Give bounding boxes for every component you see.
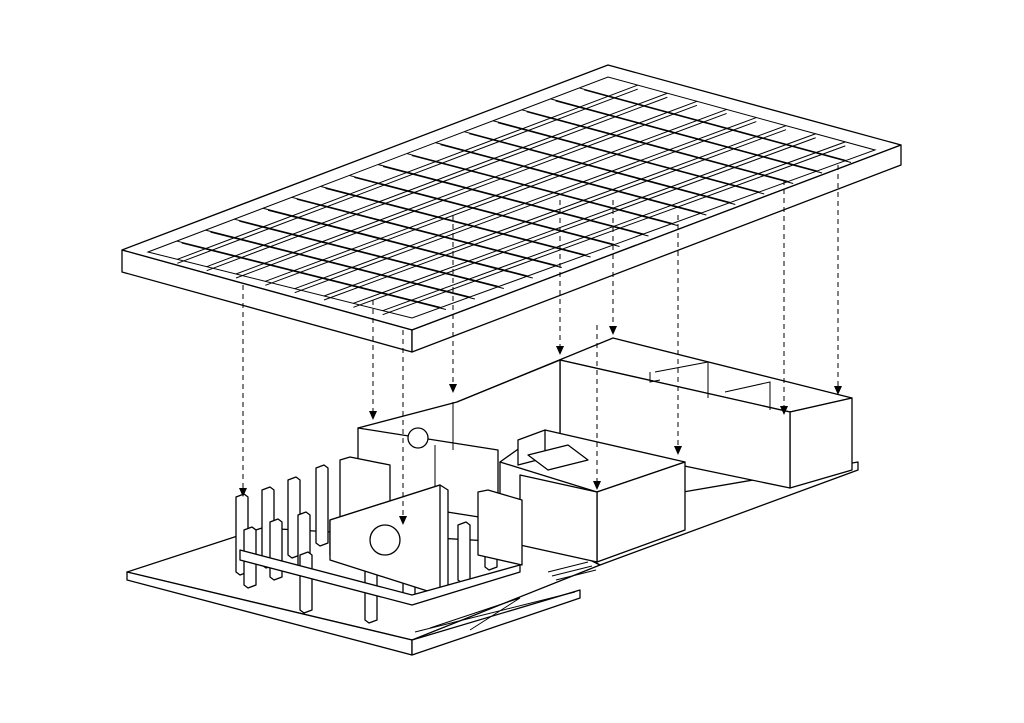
roof-rib-shadow [584,89,852,163]
roof-rib-shadow [267,209,533,279]
arrowhead-icon [834,386,842,395]
roof-rib-shadow [239,220,504,289]
roof-rib [177,84,638,260]
roof-rib-shadow [325,187,591,258]
arrowhead-icon [239,488,247,497]
round-window [407,427,429,449]
roof-rib [235,100,698,275]
coffered-roof-grid [121,64,902,353]
roof-rib [353,133,816,304]
roof-rib [176,240,442,308]
roof-rib [205,229,470,298]
roof-rib-shadow [206,96,668,272]
roof-rib-shadow [526,111,794,184]
arrowhead-icon [609,326,617,335]
courtyard-walls [239,456,523,606]
arrowhead-icon [369,411,377,420]
roof-rib-shadow [354,176,620,247]
roof-rib [265,108,727,282]
column [457,521,471,584]
roof-rib-shadow [296,198,562,268]
rear-volume [456,337,853,489]
roof-rib-shadow [382,145,846,316]
arrowhead-icon [556,346,564,355]
roof-rib-shadow [177,88,638,264]
service-room [499,429,686,563]
roof-rib [435,142,702,214]
arrowhead-icon [780,406,788,415]
roof-rib-shadow [294,121,757,294]
roof-rib-shadow [382,166,649,237]
arrowhead-icon [674,446,682,455]
column [315,464,329,547]
roof-rib [382,141,846,312]
roof-rib [323,125,787,297]
roof-rib [349,174,615,245]
roof-rib-shadow [323,129,787,301]
roof-rib [464,131,731,203]
roof-rib [291,196,557,266]
roof-rib [579,87,847,161]
roof-rib [550,98,818,172]
roof-rib [234,218,499,287]
roof-rib-shadow [555,100,823,174]
roof-rib-shadow [497,122,765,195]
roof-rib-shadow [235,104,698,279]
roof-rib-shadow [353,137,816,308]
roof-rib [492,120,760,193]
roof-rib [521,109,789,182]
roof-rib-shadow [440,144,707,216]
roof-rib-shadow [469,133,736,205]
arrowhead-icon [593,481,601,490]
roof-rib-shadow [265,112,727,286]
roof-rib-shadow [411,155,678,226]
arrowhead-icon [399,516,407,525]
gallery-volume [357,359,561,521]
projection-arrows [239,165,842,525]
roof-rib [294,117,757,290]
roof-rib [320,185,586,256]
column [299,551,313,614]
round-opening [369,524,401,556]
roof-rib [377,164,644,235]
entry-steps [547,561,597,581]
roof-rib [262,207,528,277]
roof-rib-shadow [210,231,475,300]
roof-rib [206,92,668,268]
roof-rib [406,153,673,224]
roof-rib-shadow [181,242,447,310]
arrowhead-icon [449,384,457,393]
roof-side-edge [411,144,902,353]
